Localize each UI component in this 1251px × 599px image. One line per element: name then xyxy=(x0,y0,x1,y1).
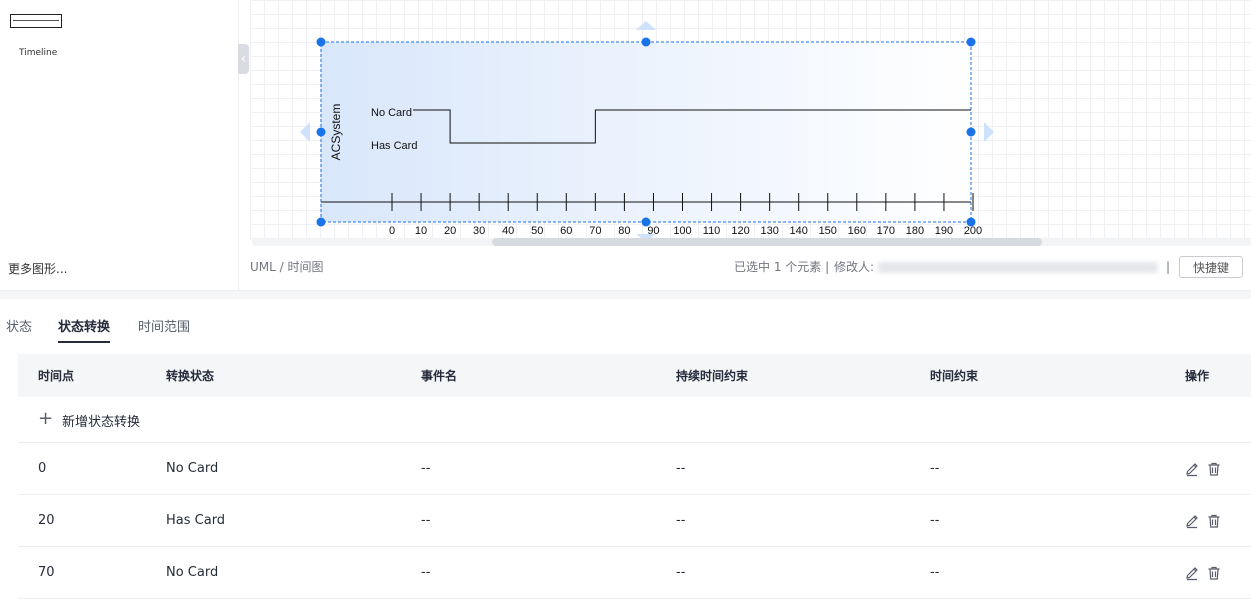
axis-tick-label: 190 xyxy=(935,225,953,237)
lifeline-name: ACSystem xyxy=(329,104,343,161)
table-row: 0 No Card -- -- -- xyxy=(18,443,1251,495)
more-shapes-link[interactable]: 更多图形... xyxy=(8,262,68,276)
cell-duration: -- xyxy=(676,565,686,580)
edit-icon[interactable] xyxy=(1184,461,1200,477)
cell-duration: -- xyxy=(676,461,686,476)
canvas-scrollbar-thumb[interactable] xyxy=(492,238,1042,246)
cell-time: 0 xyxy=(38,461,47,476)
connect-arrow-up-icon[interactable] xyxy=(636,21,656,30)
modifier-label: 修改人: xyxy=(834,260,875,274)
connect-arrow-down-icon[interactable] xyxy=(636,234,656,240)
header-time-point: 时间点 xyxy=(38,369,75,383)
table-row: 20 Has Card -- -- -- xyxy=(18,495,1251,547)
cell-time: 20 xyxy=(38,513,55,528)
chevron-left-icon: ‹ xyxy=(240,51,247,67)
trash-icon[interactable] xyxy=(1206,565,1222,581)
table-header: 时间点 转换状态 事件名 持续时间约束 时间约束 操作 xyxy=(18,354,1251,397)
add-transition-button[interactable]: + 新增状态转换 xyxy=(18,397,1251,443)
plus-icon: + xyxy=(38,408,54,429)
panel-divider[interactable] xyxy=(0,290,1251,299)
cell-time-constraint: -- xyxy=(930,565,940,580)
connect-arrow-right-icon[interactable] xyxy=(984,122,994,142)
axis-tick-label: 0 xyxy=(389,225,395,237)
modifier-value-blurred xyxy=(878,262,1158,273)
cell-state: No Card xyxy=(166,565,219,580)
timing-diagram: ACSystem No Card Has Card 0 10 20 30 40 50 60 7… xyxy=(300,21,994,240)
state-timeline[interactable] xyxy=(413,109,971,144)
cell-time: 70 xyxy=(38,565,55,580)
axis-tick-label: 100 xyxy=(673,225,691,237)
axis-tick-label: 10 xyxy=(415,225,427,237)
edit-icon[interactable] xyxy=(1184,513,1200,529)
cell-event: -- xyxy=(421,461,431,476)
header-duration-constraint: 持续时间约束 xyxy=(676,369,749,383)
resize-handle-top[interactable] xyxy=(641,37,651,47)
axis-tick-label: 130 xyxy=(760,225,778,237)
shape-palette: Timeline 更多图形... xyxy=(0,0,239,290)
add-transition-label: 新增状态转换 xyxy=(62,415,141,430)
breadcrumb: UML / 时间图 xyxy=(250,260,324,274)
resize-handle-top-left[interactable] xyxy=(316,37,326,47)
axis-tick-label: 70 xyxy=(589,225,601,237)
cell-event: -- xyxy=(421,513,431,528)
resize-handle-bottom-right[interactable] xyxy=(966,217,976,227)
shortcut-button[interactable]: 快捷键 xyxy=(1179,256,1243,278)
header-actions: 操作 xyxy=(1185,369,1210,383)
axis-tick-label: 30 xyxy=(473,225,485,237)
axis-tick-label: 80 xyxy=(618,225,630,237)
axis-tick-label: 20 xyxy=(444,225,456,237)
resize-handle-top-right[interactable] xyxy=(966,37,976,47)
cell-time-constraint: -- xyxy=(930,513,940,528)
trash-icon[interactable] xyxy=(1206,461,1222,477)
diagram-canvas[interactable]: ACSystem No Card Has Card 0 10 20 30 40 50 60 7… xyxy=(250,0,1251,240)
axis-tick-label: 200 xyxy=(964,225,982,237)
header-event-name: 事件名 xyxy=(421,369,458,383)
axis-tick-label: 140 xyxy=(790,225,808,237)
resize-handle-bottom-left[interactable] xyxy=(316,217,326,227)
selection-count: 已选中 1 个元素 | xyxy=(734,260,830,274)
state-label-has-card: Has Card xyxy=(371,140,417,152)
cell-event: -- xyxy=(421,565,431,580)
collapse-palette-handle[interactable]: ‹ xyxy=(238,44,249,74)
cell-time-constraint: -- xyxy=(930,461,940,476)
row-actions xyxy=(1184,443,1222,494)
state-label-no-card: No Card xyxy=(371,107,412,119)
table-row: 70 No Card -- -- -- xyxy=(18,547,1251,599)
axis-tick-label: 160 xyxy=(848,225,866,237)
lifeline-frame[interactable] xyxy=(321,42,971,222)
cell-state: Has Card xyxy=(166,513,226,528)
property-tabs: 状态 状态转换 时间范围 xyxy=(0,310,1251,346)
axis-tick-label: 170 xyxy=(877,225,895,237)
tab-state-transitions[interactable]: 状态转换 xyxy=(58,316,111,343)
timeline-shape-label: Timeline xyxy=(19,48,58,58)
connect-arrow-left-icon[interactable] xyxy=(300,122,310,142)
trash-icon[interactable] xyxy=(1206,513,1222,529)
cell-duration: -- xyxy=(676,513,686,528)
axis-tick-label: 50 xyxy=(531,225,543,237)
tab-time-ranges[interactable]: 时间范围 xyxy=(138,320,191,335)
resize-handle-right[interactable] xyxy=(966,127,976,137)
status-bar: UML / 时间图 已选中 1 个元素 | 修改人: | 快捷键 xyxy=(250,252,1251,282)
axis-tick-label: 60 xyxy=(560,225,572,237)
timeline-shape-thumbnail[interactable] xyxy=(10,14,62,28)
row-actions xyxy=(1184,495,1222,546)
edit-icon[interactable] xyxy=(1184,565,1200,581)
axis-tick-label: 150 xyxy=(819,225,837,237)
transitions-table: 时间点 转换状态 事件名 持续时间约束 时间约束 操作 + 新增状态转换 0 N… xyxy=(18,354,1251,599)
cell-state: No Card xyxy=(166,461,219,476)
axis-tick-label: 120 xyxy=(731,225,749,237)
resize-handle-left[interactable] xyxy=(316,127,326,137)
axis-tick-label: 40 xyxy=(502,225,514,237)
row-actions xyxy=(1184,547,1222,598)
header-time-constraint: 时间约束 xyxy=(930,369,979,383)
axis-tick-label: 110 xyxy=(703,225,721,237)
axis-tick-label: 180 xyxy=(906,225,924,237)
tab-states[interactable]: 状态 xyxy=(6,320,33,335)
header-transition-state: 转换状态 xyxy=(166,369,215,383)
status-separator: | xyxy=(1166,260,1171,274)
resize-handle-bottom[interactable] xyxy=(641,217,651,227)
